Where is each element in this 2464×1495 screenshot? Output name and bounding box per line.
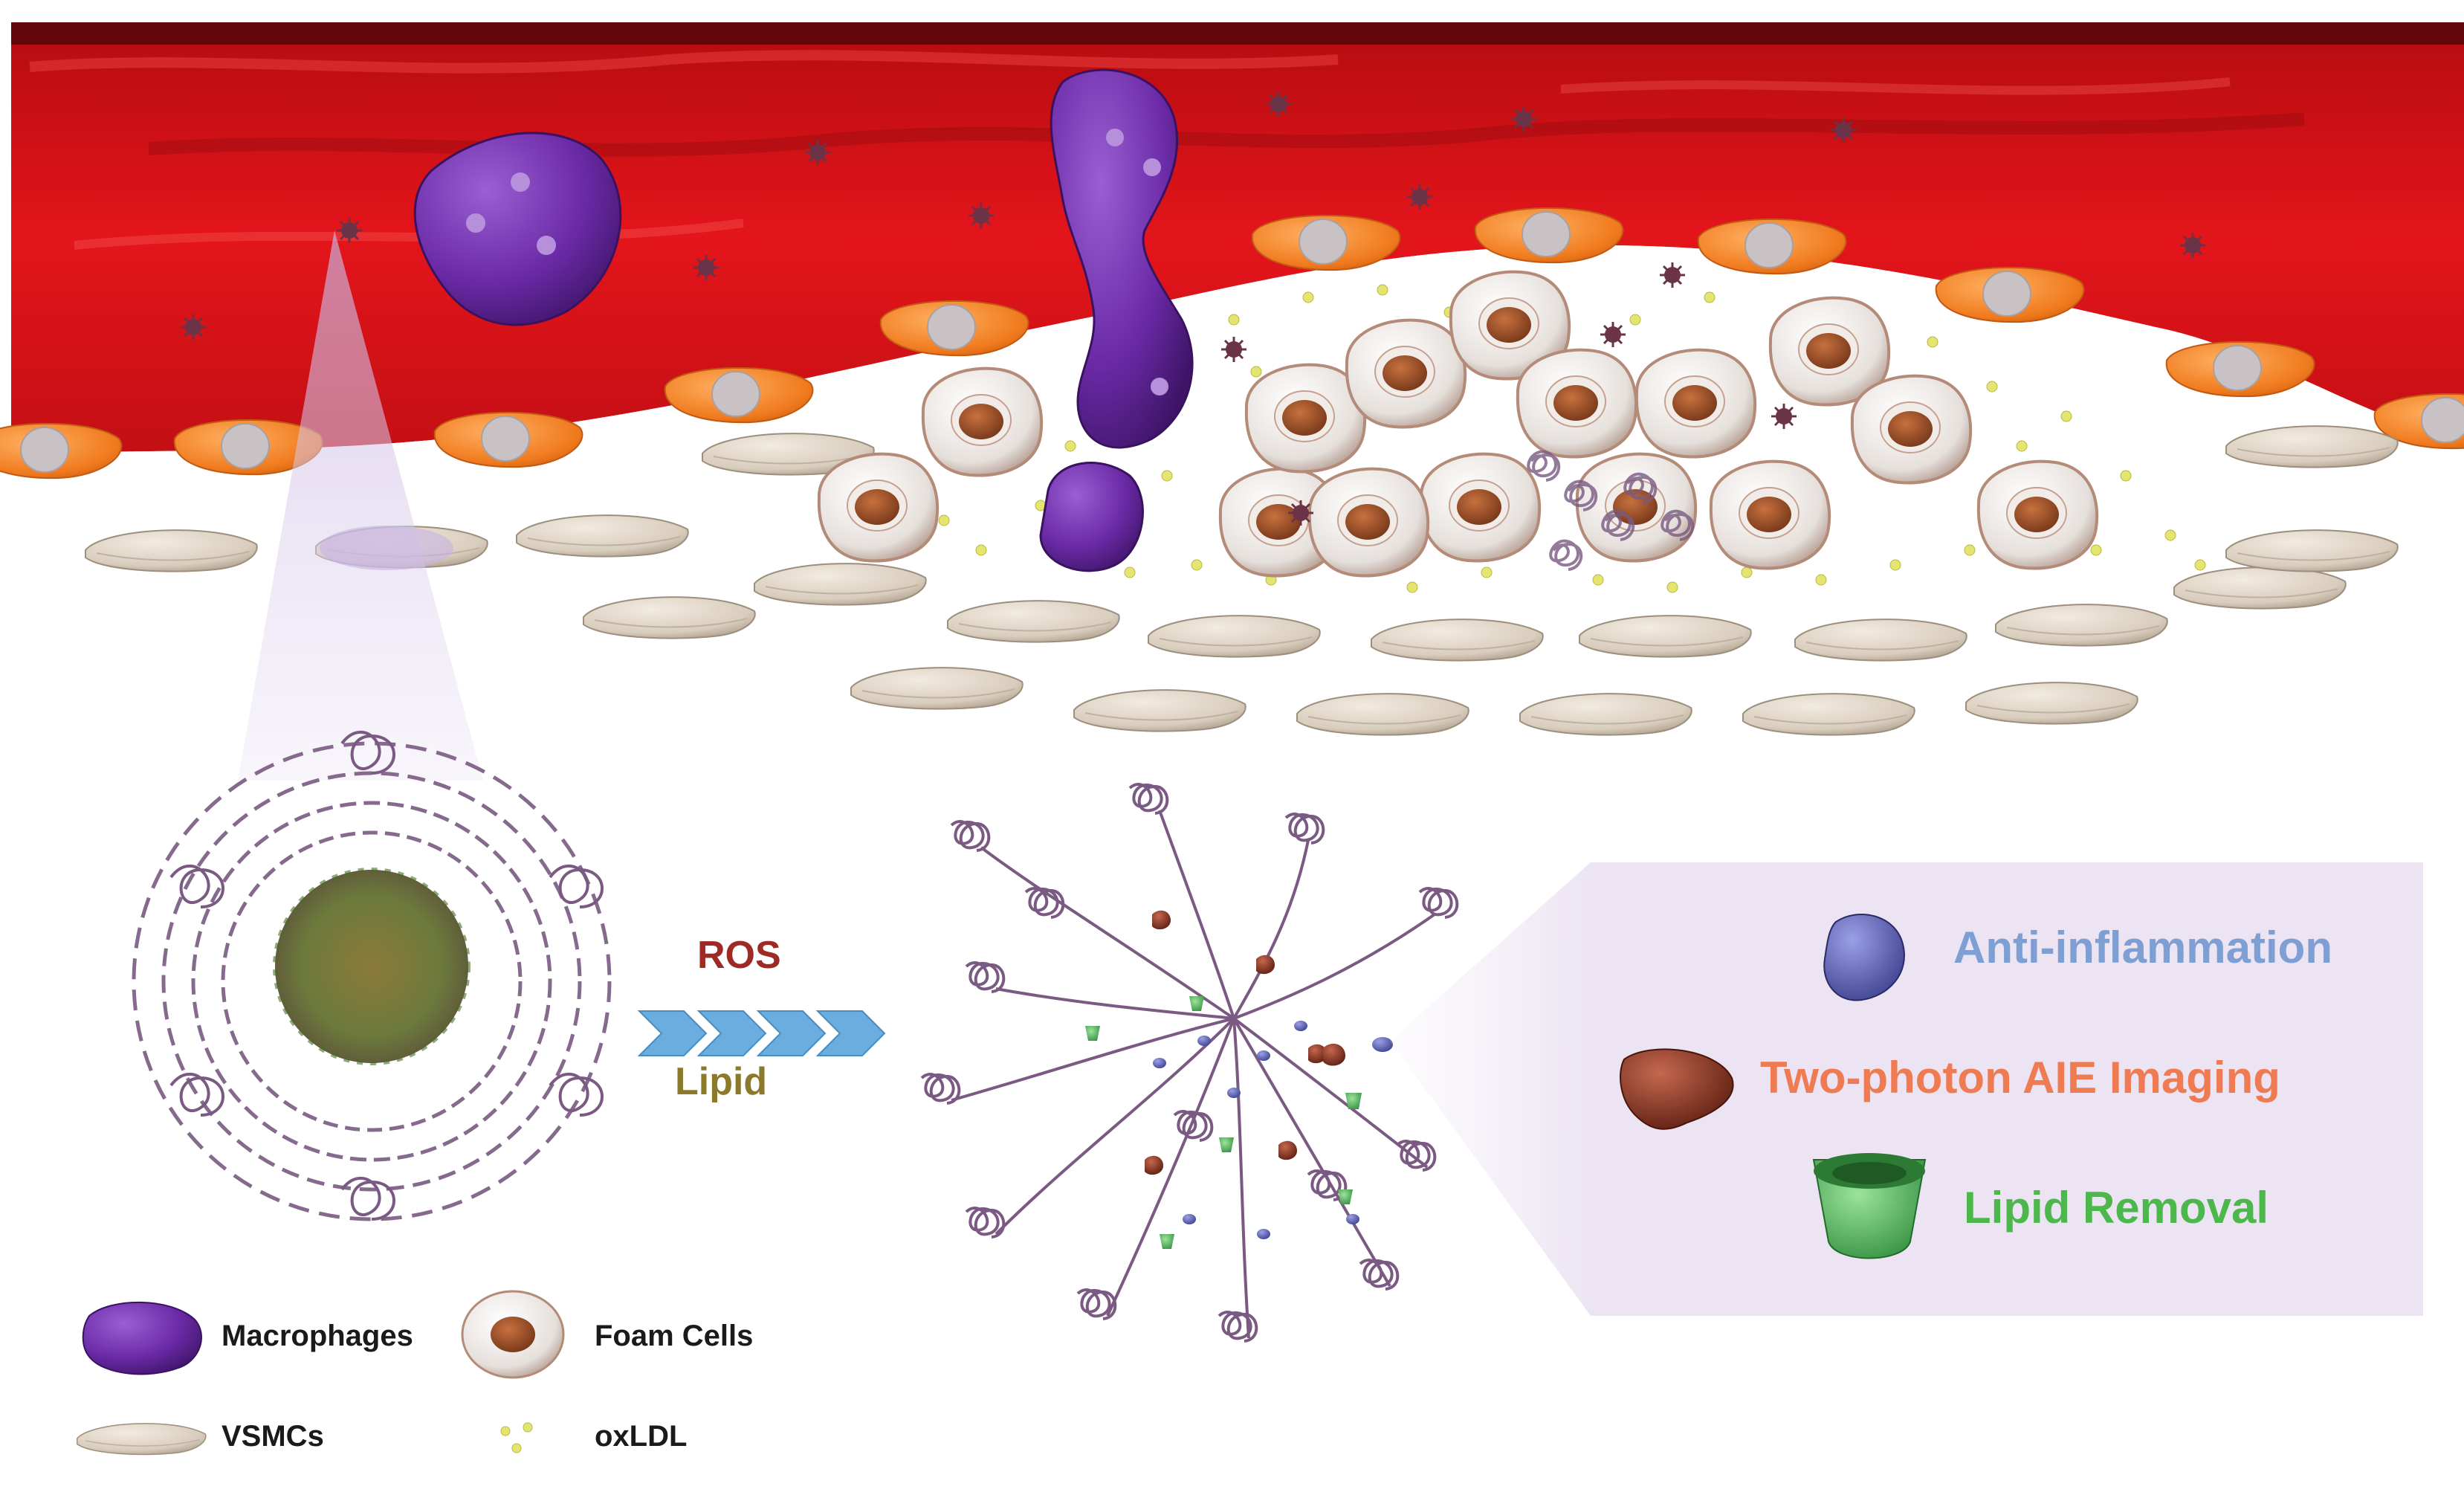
- chevron-2: [696, 1010, 767, 1056]
- macrophages: [413, 68, 1194, 572]
- arrow-label-ros: ROS: [697, 934, 781, 977]
- chevron-1: [637, 1010, 708, 1056]
- arrow-label-lipid: Lipid: [675, 1060, 768, 1103]
- imaging-icon: [1620, 1048, 1734, 1130]
- legend-oxldl: oxLDL: [595, 1420, 688, 1453]
- function-two-photon-imaging: Two-photon AIE Imaging: [1760, 1053, 2280, 1102]
- function-panel: [1390, 862, 2423, 1316]
- anti-inflammation-icon: [1823, 914, 1905, 1001]
- function-lipid-removal: Lipid Removal: [1964, 1183, 2269, 1233]
- function-anti-inflammation: Anti-inflammation: [1953, 923, 2332, 972]
- oxldl-legend-icon: [500, 1422, 533, 1453]
- lipid-removal-icon: [1812, 1153, 1927, 1259]
- nanomicelle: [126, 731, 617, 1227]
- legend-macrophages: Macrophages: [221, 1320, 413, 1352]
- chevron-3: [756, 1010, 827, 1056]
- vsmc-legend-icon: [77, 1423, 207, 1456]
- chevron-4: [815, 1010, 886, 1056]
- macrophage-legend-icon: [82, 1301, 202, 1375]
- legend-icons: [77, 1290, 565, 1456]
- magnification-beam: [238, 230, 483, 781]
- foam-cell-legend-icon: [461, 1290, 565, 1379]
- legend-foam-cells: Foam Cells: [595, 1320, 754, 1352]
- transition-arrow: [637, 1010, 886, 1056]
- disassembled-micelle: [920, 783, 1459, 1343]
- legend-vsmcs: VSMCs: [221, 1420, 324, 1453]
